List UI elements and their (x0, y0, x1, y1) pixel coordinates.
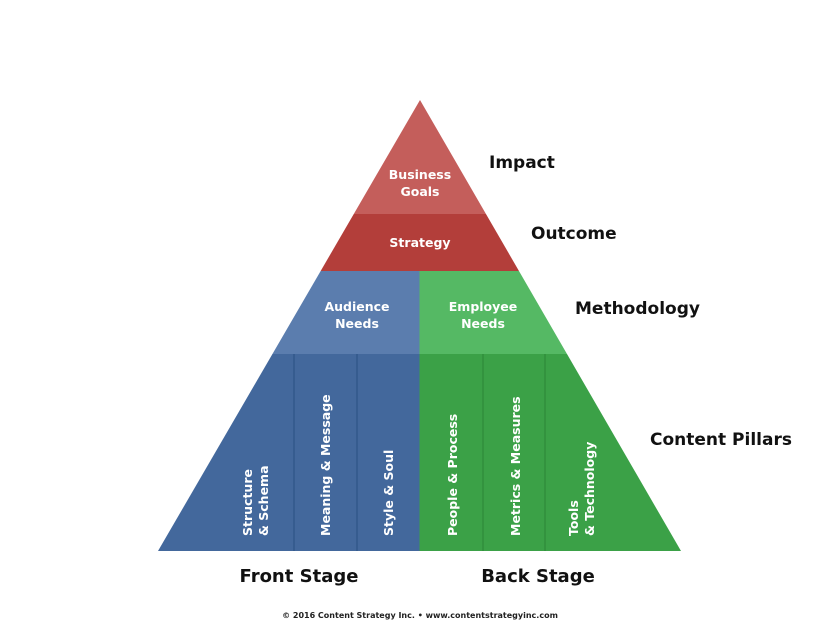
pillar-label-people-process: People & Process (445, 414, 460, 536)
impact-label: Impact (489, 153, 555, 173)
employee-needs-label-line1: Employee (449, 299, 518, 314)
employee-needs-segment (419, 271, 567, 354)
methodology-label: Methodology (575, 299, 700, 319)
audience-needs-label-line2: Needs (335, 316, 379, 331)
strategy-segment (320, 214, 519, 271)
employee-needs-label-line2: Needs (461, 316, 505, 331)
content-pillars-label: Content Pillars (650, 430, 792, 450)
business-goals-label-line1: Business (389, 167, 451, 182)
pillar-label-style-soul: Style & Soul (381, 450, 396, 536)
front-stage-label: Front Stage (240, 566, 359, 587)
back-stage-label: Back Stage (481, 566, 595, 587)
pillar-label-meaning-message: Meaning & Message (318, 394, 333, 536)
pillar-label-tools-technology-line2: & Technology (582, 442, 597, 536)
pillar-label-structure-schema-line1: Structure (240, 469, 255, 536)
business-goals-segment (353, 100, 486, 214)
audience-needs-segment (272, 271, 420, 354)
pillar-label-structure-schema-line2: & Schema (256, 465, 271, 536)
copyright-footer: © 2016 Content Strategy Inc. • www.conte… (282, 611, 558, 620)
pillar-label-metrics-measures: Metrics & Measures (508, 396, 523, 536)
strategy-label: Strategy (389, 235, 450, 250)
back-stage-pillars-segment (419, 354, 681, 551)
outcome-label: Outcome (531, 224, 617, 244)
front-stage-pillars-segment (158, 354, 420, 551)
pillar-label-tools-technology-line1: Tools (566, 500, 581, 536)
audience-needs-label-line1: Audience (324, 299, 389, 314)
business-goals-label-line2: Goals (400, 184, 439, 199)
